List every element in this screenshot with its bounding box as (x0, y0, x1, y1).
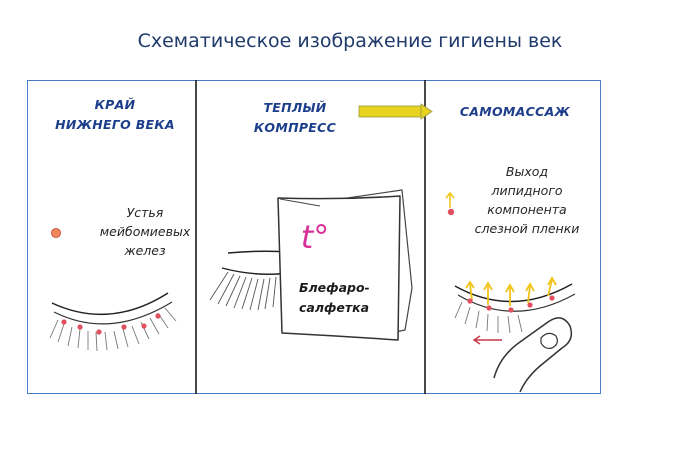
panel-1-header-line-1: КРАЙ (94, 97, 136, 112)
gland-opening-dot (61, 319, 67, 325)
upward-arrow-icon (445, 191, 455, 208)
napkin-label-line-1: Блефаро- (299, 280, 370, 295)
panel-3-note-line-3: компонента (487, 202, 567, 217)
lipid-flow-arrows (465, 276, 557, 306)
temperature-mark: t° (300, 218, 330, 256)
panel-3-header-line-1: САМОМАССАЖ (459, 104, 571, 119)
napkin-label: Блефаро- салфетка (299, 278, 389, 318)
napkin-label-line-2: салфетка (299, 300, 370, 315)
panel-1-note-line-2: мейбомиевых (99, 224, 191, 239)
panel-1-note: Устья мейбомиевых желез (95, 203, 195, 260)
panel-1-note-line-3: желез (124, 243, 166, 258)
diagram-frame (27, 80, 601, 394)
self-massage-illustration (445, 191, 576, 393)
gland-opening-dot-icon (51, 228, 61, 238)
lower-eyelid-illustration (49, 228, 177, 352)
gland-opening-dot (141, 323, 147, 329)
panel-3-note: Выход липидного компонента слезной пленк… (462, 162, 592, 238)
panel-1-header: КРАЙ НИЖНЕГО ВЕКА (40, 95, 190, 135)
gland-opening-dot-icon (447, 208, 455, 216)
panel-2-header-line-2: КОМПРЕСС (253, 120, 337, 135)
panel-2-header: ТЕПЛЫЙ КОМПРЕСС (240, 98, 350, 138)
gland-opening-dot (77, 324, 83, 330)
napkin-sheet (277, 195, 401, 341)
process-arrow-icon (358, 103, 433, 120)
panel-3-note-line-2: липидного (491, 183, 563, 198)
gland-opening-dot (155, 313, 161, 319)
panel-3-note-line-4: слезной пленки (474, 221, 580, 236)
gland-opening-dot (96, 329, 102, 335)
panel-3-note-line-1: Выход (505, 164, 549, 179)
panel-1-note-line-1: Устья (126, 205, 164, 220)
fingertip-icon (493, 317, 573, 393)
warm-compress-illustration (209, 189, 413, 341)
panel-1-header-line-2: НИЖНЕГО ВЕКА (55, 117, 175, 132)
panel-3-header: САМОМАССАЖ (430, 102, 600, 122)
panel-2-header-line-1: ТЕПЛЫЙ (263, 100, 327, 115)
gland-opening-dot (121, 324, 127, 330)
left-arrow-icon (472, 335, 502, 345)
diagram-title: Схематическое изображение гигиены век (137, 30, 563, 52)
